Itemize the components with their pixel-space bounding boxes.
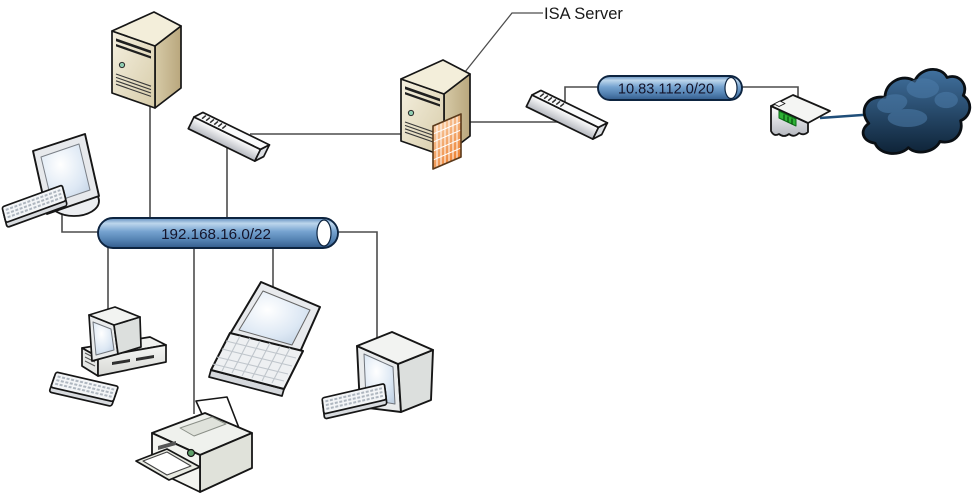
internet-cloud-icon [861,68,972,155]
workstation-keyboard-icon [0,184,69,229]
connector-line [61,208,104,233]
crt-keyboard-icon [320,382,388,420]
router-icon [770,94,831,137]
lan-segment: 192.168.16.0/22 [97,217,339,249]
printer-power-button [186,448,196,458]
wan-segment: 10.83.112.0/20 [597,75,743,101]
isa-server-icon [400,59,471,170]
isa-server-label: ISA Server [544,5,623,23]
printer-icon [135,396,253,493]
wan-segment-label: 10.83.112.0/20 [618,82,714,98]
laptop-icon [208,281,321,397]
desktop-pc-icon [81,306,167,377]
connector-line [564,86,604,104]
lan-segment-label: 192.168.16.0/22 [161,226,271,243]
lan-hub-icon [187,108,271,165]
tower-server-icon [111,11,182,109]
crt-monitor-icon [356,331,434,413]
desktop-keyboard-icon [48,370,120,408]
connector-line [334,231,378,342]
firewall-icon [432,113,462,170]
wan-switch-icon [525,86,609,143]
